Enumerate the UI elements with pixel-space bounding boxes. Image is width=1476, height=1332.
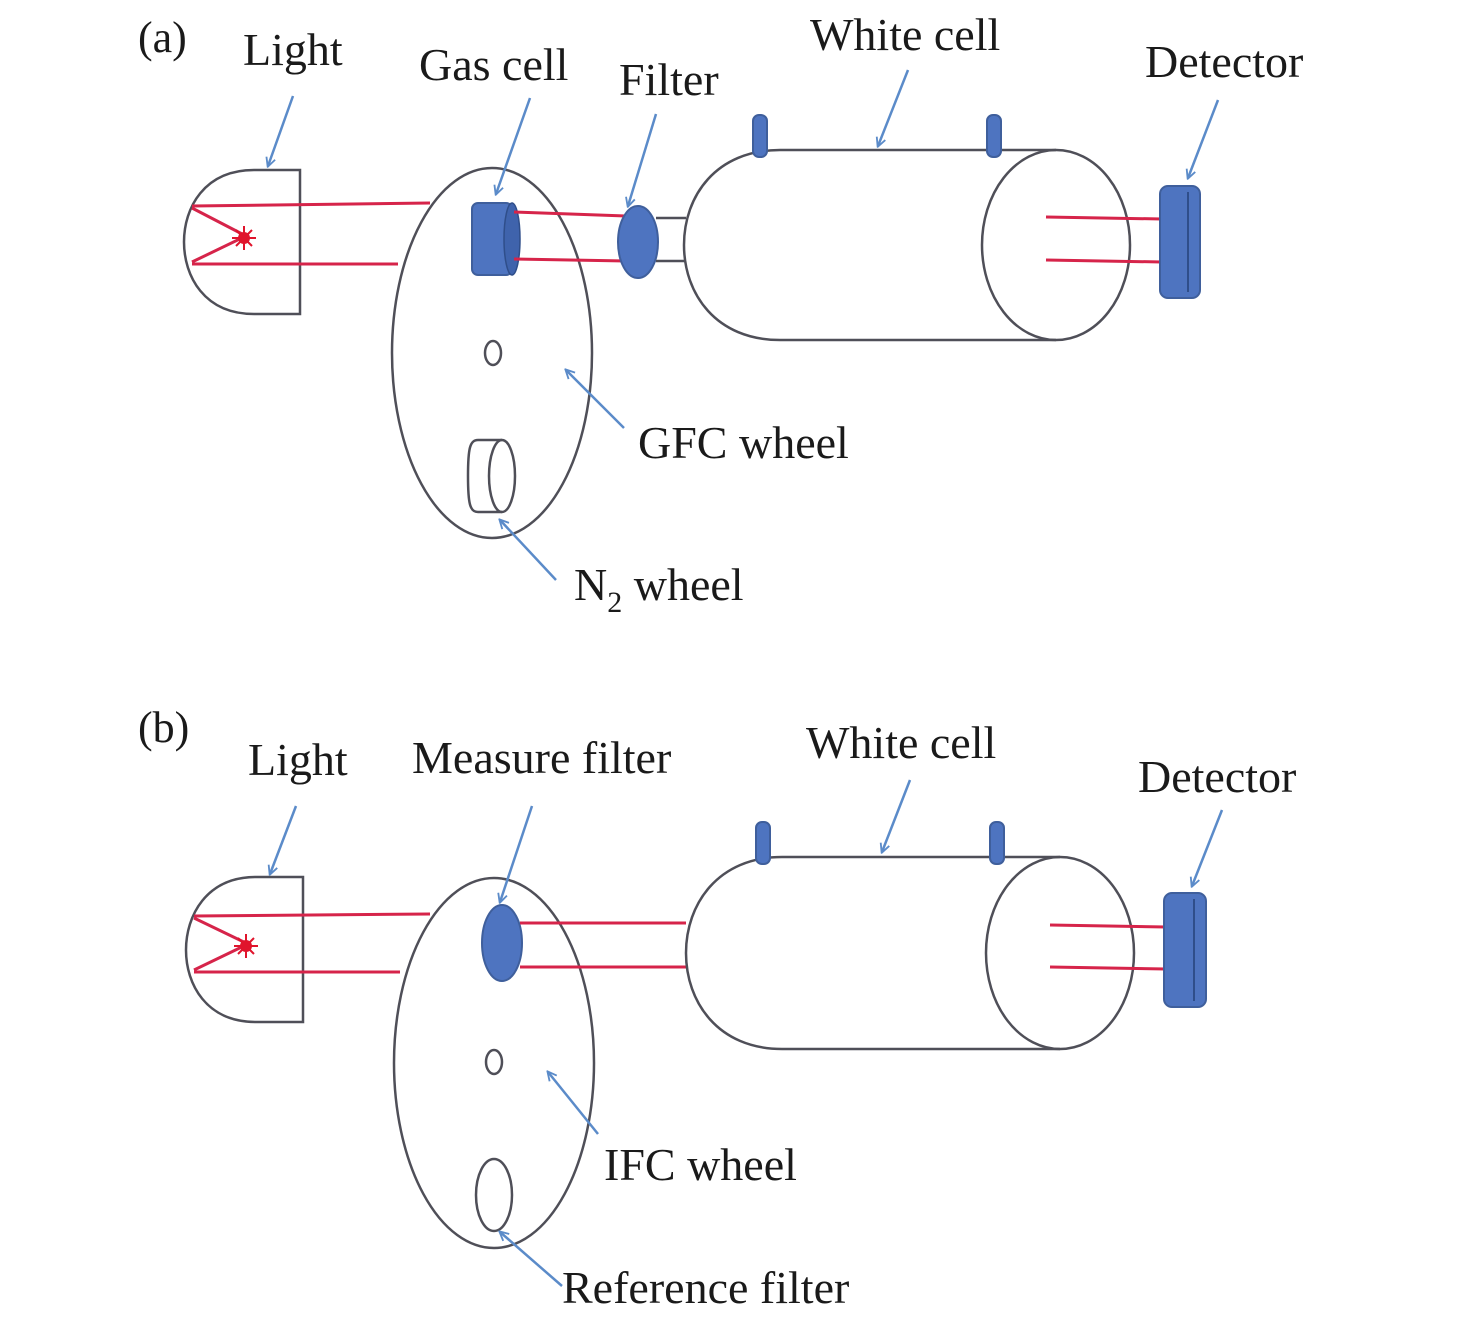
panel-a-wheel-hole (483, 339, 503, 367)
panel-b-white-cell-body (684, 855, 1060, 1051)
panel-b-detector-label: Detector (1138, 751, 1296, 802)
panel-a-light-arrow (268, 95, 295, 166)
panel-a-gas-cell-face (503, 202, 521, 276)
panel-b-white-cell-arrow (882, 779, 912, 852)
panel-a-light-source (182, 168, 302, 316)
panel-a-tag: (a) (138, 13, 187, 62)
panel-a-detector (1159, 185, 1201, 299)
panel-b-reference-filter (474, 1157, 514, 1233)
panel-b-ifc-wheel (392, 876, 596, 1250)
panel-b-wheel-hole (484, 1048, 504, 1076)
panel-a-gfc-wheel-label: GFC wheel (638, 417, 849, 468)
panel-b-light-reflector-rays (193, 916, 252, 972)
panel-b-white-cell-port-left (755, 821, 771, 865)
panel-a-n2-wheel-label: N2 wheel (574, 559, 744, 619)
panel-b-white-cell-label: White cell (806, 717, 996, 768)
panel-b: (b) (138, 703, 1296, 1313)
panel-b-ifc-wheel-arrow (548, 1072, 599, 1135)
panel-a-filter-label: Filter (619, 54, 719, 105)
panel-b-tag: (b) (138, 703, 189, 752)
panel-a-filter (617, 205, 659, 279)
panel-a-light-reflector-rays (191, 206, 250, 264)
panel-b-light-label: Light (248, 734, 348, 785)
panel-a-white-cell (682, 114, 1132, 342)
panel-a-white-cell-port-left (752, 114, 768, 158)
panel-a-n2-cell (466, 438, 517, 514)
panel-a-white-cell-end (980, 148, 1132, 342)
panel-b-spark-burst (234, 934, 258, 958)
panel-a-n2-cell-face (487, 438, 517, 514)
panel-b-measure-filter (481, 904, 523, 982)
panel-b-ifc-wheel-label: IFC wheel (604, 1139, 797, 1190)
panel-b-beam-upper-1 (193, 912, 431, 918)
panel-a-n2-rest: wheel (622, 559, 743, 610)
panel-a-filter-arrow (628, 113, 658, 206)
panel-b-white-cell (684, 821, 1136, 1051)
panel-a-beam-upper-4 (1045, 215, 1163, 221)
panel-a-detector-label: Detector (1145, 36, 1303, 87)
panel-a-white-cell-port-right (986, 114, 1002, 158)
panel-b-beam-lower-3 (1049, 965, 1167, 971)
panel-a-gfc-wheel (390, 166, 594, 540)
panel-b-white-cell-end (984, 855, 1136, 1051)
panel-b-measure-filter-label: Measure filter (412, 732, 671, 783)
panel-b-beam-upper-3 (1049, 923, 1167, 929)
panel-b-detector-body (1163, 892, 1207, 1008)
panel-b-light-arrow (270, 805, 298, 874)
panel-b-detector-arrow (1192, 809, 1224, 886)
panel-a-gas-cell (471, 202, 521, 276)
panel-a-spark-burst (232, 226, 256, 250)
panel-a-detector-body (1159, 185, 1201, 299)
panel-a-n2-cell-body (466, 438, 502, 514)
panel-a-gfc-wheel-arrow (566, 370, 625, 429)
panel-a-light-housing (182, 168, 302, 316)
panel-b-light-source (184, 875, 305, 1024)
panel-a-detector-arrow (1188, 99, 1220, 178)
panel-a-white-cell-arrow (878, 69, 910, 146)
panel-b-reference-filter-arrow (500, 1232, 563, 1287)
panel-b-measure-filter-arrow (500, 805, 534, 902)
panel-a-beam-upper-2 (513, 210, 627, 218)
panel-b-detector (1163, 892, 1207, 1008)
panel-a-n2-sub: 2 (607, 586, 622, 619)
panel-a-n2-wheel-arrow (500, 520, 557, 581)
panel-a-gas-cell-arrow (496, 97, 532, 194)
panel-a-beam-lower-4 (1045, 258, 1163, 264)
panel-a-light-label: Light (243, 24, 343, 75)
panel-a-n2-main: N (574, 559, 607, 610)
panel-a-beam-lower-2 (513, 257, 627, 263)
panel-b-reference-filter-label: Reference filter (562, 1262, 849, 1313)
panel-a-gas-cell-label: Gas cell (419, 39, 568, 90)
panel-a-white-cell-label: White cell (810, 9, 1000, 60)
panel-b-white-cell-port-right (989, 821, 1005, 865)
panel-a-beam-upper-1 (191, 201, 431, 208)
panel-a-white-cell-body (682, 148, 1056, 342)
panel-a: (a) (138, 9, 1303, 619)
panel-b-light-housing (184, 875, 305, 1024)
